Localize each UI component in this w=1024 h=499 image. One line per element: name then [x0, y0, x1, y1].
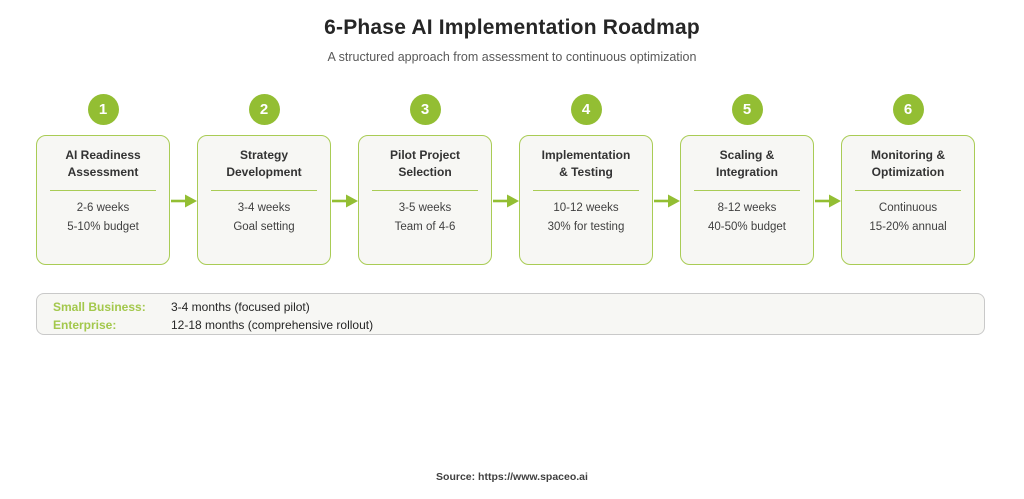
phases-row: 1 AI Readiness Assessment 2-6 weeks 5-10… — [36, 94, 975, 265]
phase-title-line1: AI Readiness — [65, 148, 141, 162]
phase-card: Strategy Development 3-4 weeks Goal sett… — [197, 135, 331, 265]
phase-title-line2: Optimization — [871, 165, 945, 179]
page-title: 6-Phase AI Implementation Roadmap — [324, 16, 700, 39]
arrow-cell — [331, 193, 358, 209]
phase-detail-2: Team of 4-6 — [394, 221, 456, 233]
card-divider — [211, 190, 317, 191]
card-divider — [694, 190, 800, 191]
phase-title: Pilot Project Selection — [359, 147, 491, 181]
card-divider — [50, 190, 156, 191]
phase-number-badge: 6 — [892, 94, 924, 125]
phase-detail-1: 10-12 weeks — [553, 202, 619, 214]
phase-title-line2: Assessment — [67, 165, 139, 179]
timeline-value: 3-4 months (focused pilot) — [171, 300, 310, 314]
phase-detail-1: 8-12 weeks — [717, 202, 777, 214]
arrow-right-icon — [331, 194, 358, 208]
arrow-right-icon — [814, 194, 841, 208]
phase-3: 3 Pilot Project Selection 3-5 weeks Team… — [358, 94, 492, 265]
phase-title-line2: Integration — [716, 165, 778, 179]
phase-card: Pilot Project Selection 3-5 weeks Team o… — [358, 135, 492, 265]
timeline-row-small-business: Small Business: 3-4 months (focused pilo… — [53, 298, 984, 316]
arrow-right-icon — [492, 194, 519, 208]
arrow-right-icon — [170, 194, 197, 208]
phase-1: 1 AI Readiness Assessment 2-6 weeks 5-10… — [36, 94, 170, 265]
phase-detail-1: 2-6 weeks — [76, 202, 130, 214]
phase-title-line1: Implementation — [541, 148, 631, 162]
timeline-row-enterprise: Enterprise: 12-18 months (comprehensive … — [53, 316, 984, 334]
page-subtitle: A structured approach from assessment to… — [327, 50, 697, 64]
phase-detail-2: 30% for testing — [547, 221, 625, 233]
card-divider — [372, 190, 478, 191]
phase-detail-2: 15-20% annual — [869, 221, 947, 233]
phase-title-line1: Strategy — [239, 148, 289, 162]
phase-detail-1: Continuous — [878, 202, 938, 214]
phase-detail-2: Goal setting — [233, 221, 295, 233]
phase-title: Implementation & Testing — [520, 147, 652, 181]
arrow-cell — [492, 193, 519, 209]
phase-number-badge: 3 — [409, 94, 441, 125]
phase-5: 5 Scaling & Integration 8-12 weeks 40-50… — [680, 94, 814, 265]
phase-card: Implementation & Testing 10-12 weeks 30%… — [519, 135, 653, 265]
phase-card: AI Readiness Assessment 2-6 weeks 5-10% … — [36, 135, 170, 265]
phase-title-line2: & Testing — [559, 165, 613, 179]
phase-title-line2: Development — [226, 165, 302, 179]
phase-detail-1: 3-4 weeks — [237, 202, 291, 214]
timeline-value: 12-18 months (comprehensive rollout) — [171, 318, 374, 332]
phase-number-badge: 5 — [731, 94, 763, 125]
phase-title: AI Readiness Assessment — [37, 147, 169, 181]
source-attribution: Source: https://www.spaceo.ai — [436, 471, 588, 483]
phase-title: Strategy Development — [198, 147, 330, 181]
phase-6: 6 Monitoring & Optimization Continuous 1… — [841, 94, 975, 265]
phase-detail-2: 5-10% budget — [67, 221, 139, 233]
timeline-label: Small Business: — [53, 300, 146, 314]
phase-detail-2: 40-50% budget — [707, 221, 786, 233]
arrow-cell — [653, 193, 680, 209]
phase-title-line2: Selection — [398, 165, 452, 179]
phase-card: Scaling & Integration 8-12 weeks 40-50% … — [680, 135, 814, 265]
phase-title-line1: Pilot Project — [389, 148, 460, 162]
timeline-label: Enterprise: — [53, 318, 117, 332]
phase-title: Scaling & Integration — [681, 147, 813, 181]
phase-number-badge: 2 — [248, 94, 280, 125]
phase-number-badge: 4 — [570, 94, 602, 125]
phase-number-badge: 1 — [87, 94, 119, 125]
phase-card: Monitoring & Optimization Continuous 15-… — [841, 135, 975, 265]
card-divider — [855, 190, 961, 191]
card-divider — [533, 190, 639, 191]
phase-2: 2 Strategy Development 3-4 weeks Goal se… — [197, 94, 331, 265]
phase-4: 4 Implementation & Testing 10-12 weeks 3… — [519, 94, 653, 265]
phase-title-line1: Scaling & — [719, 148, 775, 162]
phase-title-line1: Monitoring & — [871, 148, 945, 162]
arrow-cell — [170, 193, 197, 209]
timeline-summary-box: Small Business: 3-4 months (focused pilo… — [36, 293, 985, 335]
arrow-right-icon — [653, 194, 680, 208]
phase-title: Monitoring & Optimization — [842, 147, 974, 181]
arrow-cell — [814, 193, 841, 209]
phase-detail-1: 3-5 weeks — [398, 202, 452, 214]
